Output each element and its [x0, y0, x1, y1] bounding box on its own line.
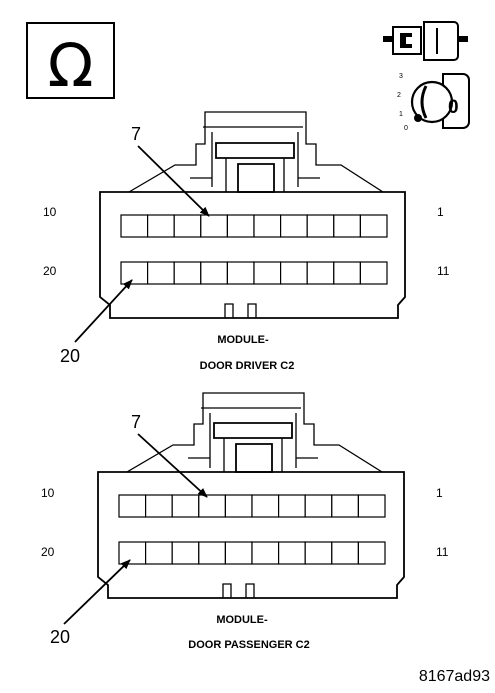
cavity-bottom-2: [147, 261, 175, 285]
cavity-bottom-4: [198, 541, 227, 565]
cavity-row-bottom: [118, 541, 386, 565]
cavity-top-5: [224, 494, 253, 518]
cavity-top-8: [306, 214, 335, 238]
cavity-top-1: [120, 214, 149, 238]
callout-arrow-pin-7: [137, 433, 208, 498]
connector-caption-line2: DOOR DRIVER C2: [200, 360, 295, 372]
cavity-bottom-6: [251, 541, 280, 565]
ignition-position-3: 3: [399, 73, 403, 80]
ohm-meter-icon: Ω: [26, 22, 115, 101]
cavity-top-3: [173, 214, 202, 238]
cavity-top-3: [171, 494, 200, 518]
cavity-bottom-7: [278, 541, 306, 565]
callout-pin-20: 20: [50, 627, 70, 647]
cavity-top-9: [331, 494, 359, 518]
connector-latch: [128, 111, 384, 193]
pin-label-top-right: 1: [436, 486, 443, 500]
pin-label-top-left: 10: [41, 486, 55, 500]
callout-pin-20: 20: [60, 346, 80, 366]
cavity-row-bottom: [120, 261, 388, 285]
ignition-position-0: 0: [404, 125, 408, 132]
cavity-bottom-4: [200, 261, 229, 285]
connector-disconnect-icon: [383, 21, 468, 61]
cavity-top-10: [359, 214, 388, 238]
cavity-bottom-6: [253, 261, 282, 285]
figure-id: 8167ad93: [419, 668, 490, 685]
connector-body: [99, 191, 406, 319]
connector-latch: [126, 392, 383, 473]
connector-caption-line1: MODULE-: [216, 614, 268, 626]
ignition-key-label: 0: [448, 97, 459, 118]
pin-label-top-left: 10: [43, 205, 57, 219]
ignition-key-icon: 0 3 2 1 0: [397, 73, 470, 132]
ohm-symbol-text: Ω: [48, 31, 94, 101]
cavity-top-7: [280, 214, 308, 238]
callout-arrow-pin-20: [63, 559, 131, 625]
cavity-bottom-7: [280, 261, 308, 285]
callout-pin-7: 7: [131, 412, 141, 432]
cavity-bottom-1: [120, 261, 149, 285]
pin-label-bottom-left: 20: [43, 264, 57, 278]
cavity-top-1: [118, 494, 147, 518]
ignition-position-2: 2: [397, 92, 401, 99]
cavity-row-top: [120, 214, 388, 238]
cavity-bottom-9: [331, 541, 359, 565]
cavity-top-9: [333, 214, 361, 238]
pin-label-top-right: 1: [437, 205, 444, 219]
pin-label-bottom-left: 20: [41, 545, 55, 559]
cavity-bottom-10: [359, 261, 388, 285]
ignition-position-1: 1: [399, 111, 403, 118]
callout-pin-7: 7: [131, 124, 141, 144]
pin-label-bottom-right: 11: [436, 545, 449, 559]
cavity-top-7: [278, 494, 306, 518]
connector-caption-line1: MODULE-: [217, 334, 269, 346]
cavity-bottom-3: [171, 541, 200, 565]
cavity-bottom-5: [224, 541, 253, 565]
connector-body: [97, 471, 405, 599]
cavity-bottom-8: [306, 261, 335, 285]
cavity-bottom-3: [173, 261, 202, 285]
cavity-top-8: [304, 494, 333, 518]
cavity-bottom-5: [226, 261, 255, 285]
cavity-top-5: [226, 214, 255, 238]
cavity-top-2: [147, 214, 175, 238]
cavity-top-10: [357, 494, 386, 518]
cavity-bottom-9: [333, 261, 361, 285]
cavity-bottom-8: [304, 541, 333, 565]
connector-caption-line2: DOOR PASSENGER C2: [188, 639, 309, 651]
cavity-bottom-10: [357, 541, 386, 565]
cavity-top-6: [253, 214, 282, 238]
callout-arrow-pin-20: [74, 279, 133, 343]
cavity-top-4: [200, 214, 229, 238]
callout-arrow-pin-7: [137, 145, 210, 217]
cavity-bottom-1: [118, 541, 147, 565]
cavity-top-2: [145, 494, 173, 518]
pin-label-bottom-right: 11: [437, 264, 450, 278]
cavity-row-top: [118, 494, 386, 518]
connector-door-driver-c2: 10 1 20 11 7 20 MODULE- DOOR DRIVER C2: [43, 111, 450, 372]
cavity-bottom-2: [145, 541, 173, 565]
cavity-top-4: [198, 494, 227, 518]
connector-door-passenger-c2: 10 1 20 11 7 20 MODULE- DOOR PASSENGER C…: [41, 392, 449, 651]
cavity-top-6: [251, 494, 280, 518]
